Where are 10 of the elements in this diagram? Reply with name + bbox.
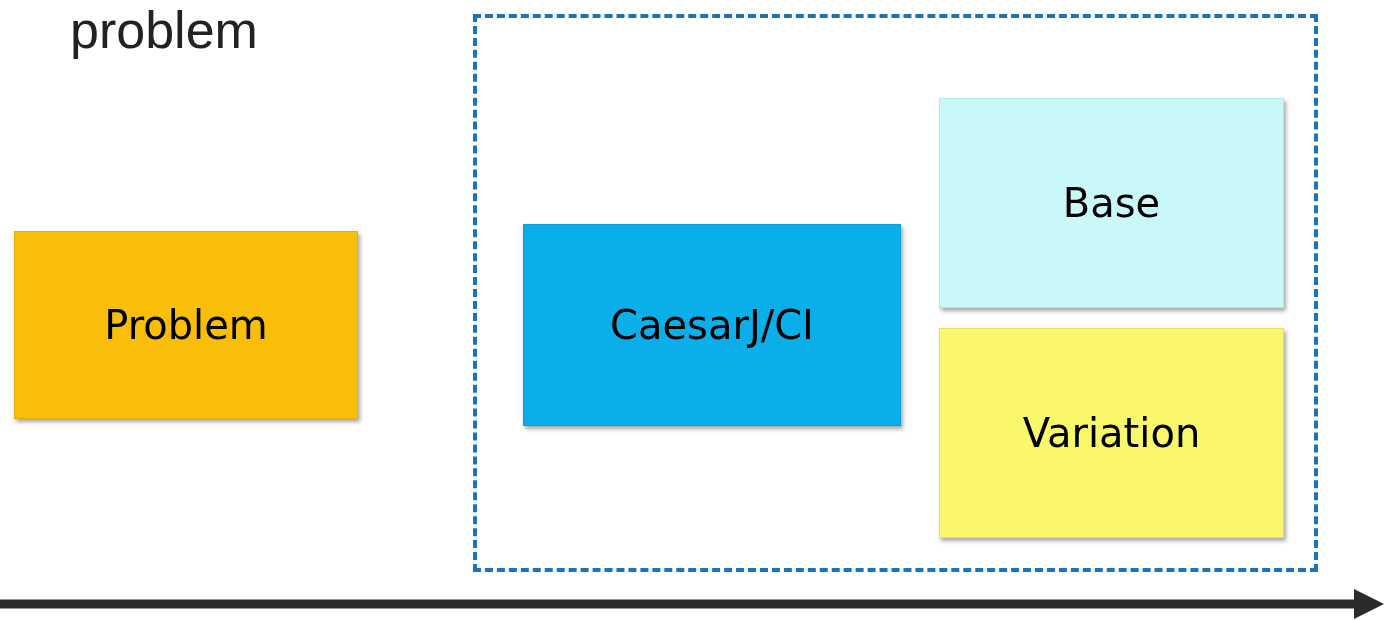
dashed-group-frame: [473, 14, 1318, 572]
heading-text: problem: [70, 2, 258, 58]
box-label: Problem: [104, 302, 268, 348]
process-box: [523, 224, 901, 426]
box-label: Base: [1062, 180, 1161, 226]
process-box: [14, 231, 358, 419]
process-box: [939, 98, 1284, 308]
box-label: CaesarJ/CI: [610, 302, 814, 348]
process-box: [939, 328, 1284, 538]
box-label: Variation: [1022, 410, 1201, 456]
